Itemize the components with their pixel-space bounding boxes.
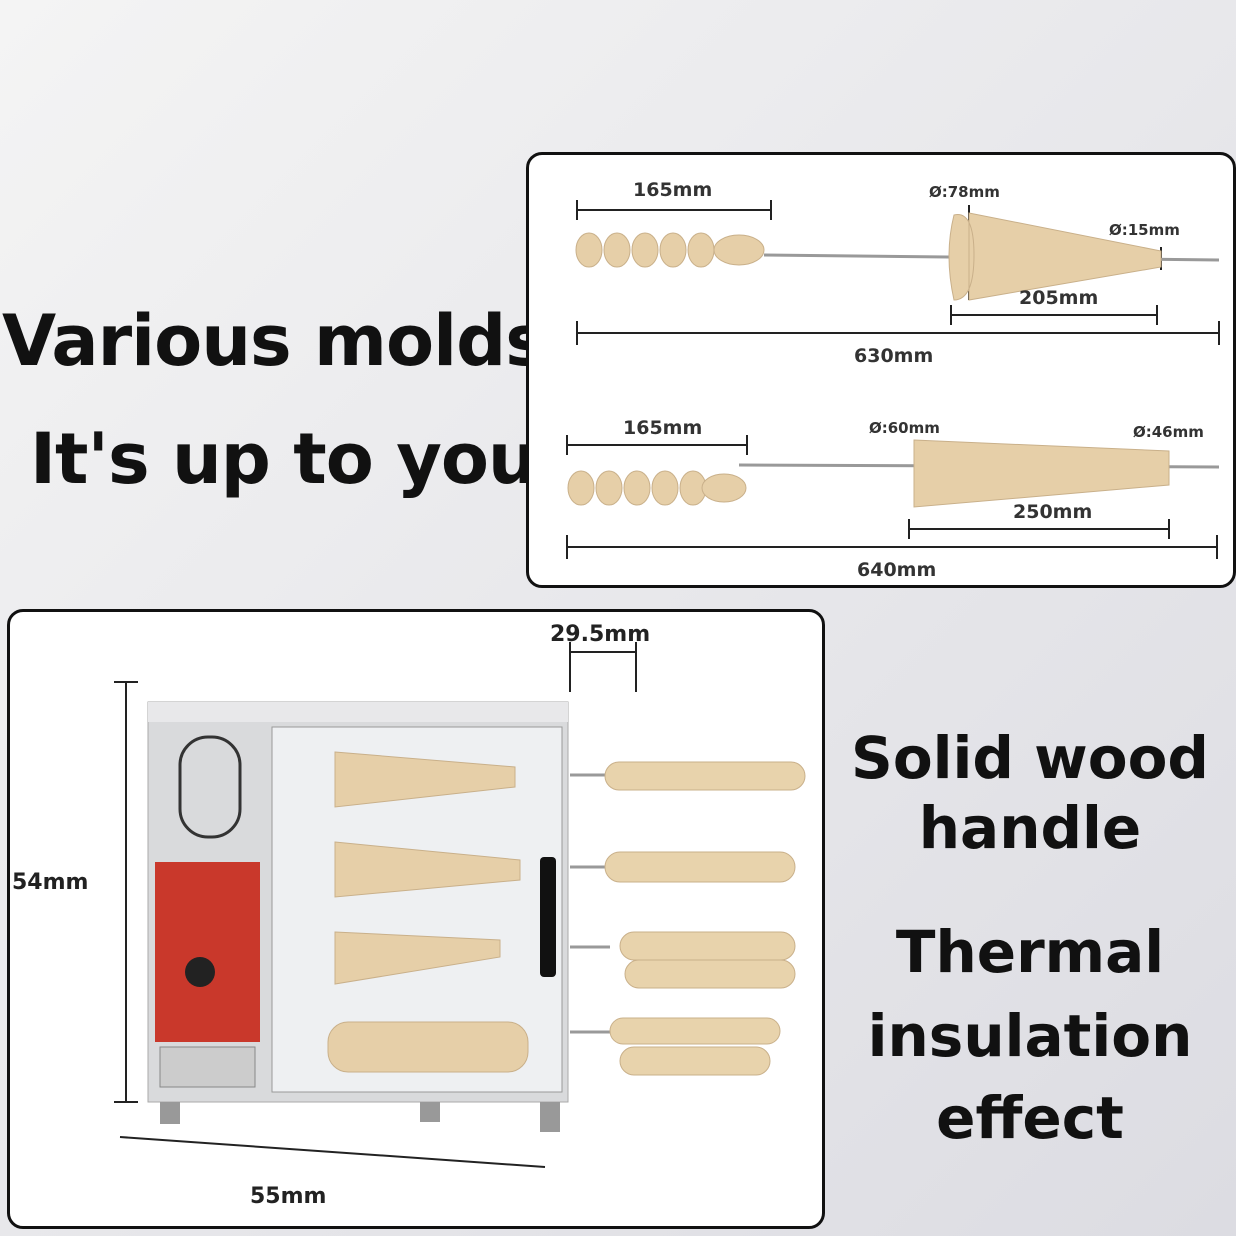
molds-dimension-panel: 165mm Ø:78mm Ø:15mm 205mm 630mm 165mm Ø:…	[526, 152, 1236, 588]
feature-insulation-line3: effect	[936, 1084, 1124, 1152]
cylinder-large-diameter: Ø:60mm	[869, 419, 940, 437]
machine-height: 54mm	[12, 870, 89, 895]
cone-handle-length: 165mm	[633, 179, 713, 201]
machine-depth: 29.5mm	[550, 622, 651, 647]
cylinder-handle-length: 165mm	[623, 417, 703, 439]
cylinder-total-length: 640mm	[857, 559, 937, 581]
cone-total-length: 630mm	[854, 345, 934, 367]
feature-wood-handle-line2: handle	[918, 794, 1142, 862]
feature-insulation-line2: insulation	[867, 1002, 1193, 1070]
cylinder-length: 250mm	[1013, 501, 1093, 523]
molds-diagram	[566, 200, 1220, 559]
feature-wood-handle-line1: Solid wood	[851, 724, 1209, 792]
headline-line2: It's up to you	[30, 418, 538, 500]
feature-insulation-line1: Thermal	[895, 918, 1165, 986]
machine-dimension-panel: 29.5mm 54mm 55mm	[7, 609, 825, 1229]
cone-length: 205mm	[1019, 287, 1099, 309]
machine-width: 55mm	[250, 1184, 327, 1209]
cylinder-small-diameter: Ø:46mm	[1133, 423, 1204, 441]
cone-large-diameter: Ø:78mm	[929, 183, 1000, 201]
cone-small-diameter: Ø:15mm	[1109, 221, 1180, 239]
headline-line1: Various molds	[2, 300, 547, 382]
machine-diagram	[114, 642, 806, 1168]
